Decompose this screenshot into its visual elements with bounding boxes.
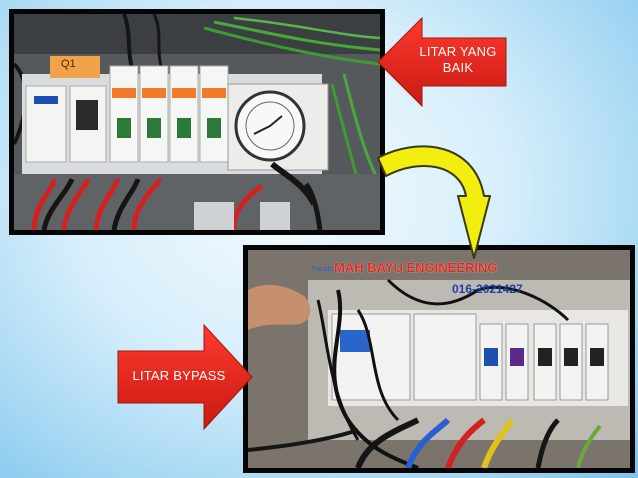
watermark-company-name: MAH BAYU ENGINEERING [334,260,498,275]
bypass-circuit-photo [243,245,635,473]
bypass-circuit-arrow: LITAR BYPASS [116,323,254,431]
q1-tag-label: Q1 [61,58,76,70]
watermark-facebook: Facebook [312,266,343,273]
good-circuit-photo: Q1 [9,9,385,235]
curved-yellow-arrow-icon [374,136,504,266]
right-arrow-icon [117,323,253,431]
left-arrow-icon [377,16,507,108]
bypass-circuit-label: LITAR BYPASS [132,368,226,383]
watermark-phone-number: 016-2021427 [452,282,523,296]
